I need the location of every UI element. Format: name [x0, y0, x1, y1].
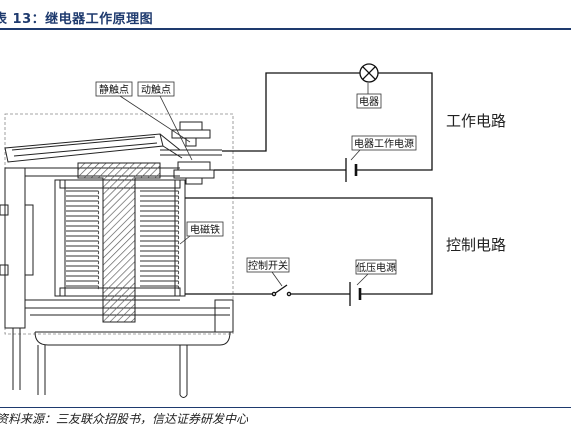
coil-winding [66, 220, 100, 225]
header-rule [0, 28, 571, 30]
control-switch-label: 控制开关 [248, 259, 288, 272]
coil-winding [66, 270, 100, 275]
coil-winding [140, 275, 180, 280]
coil-winding [140, 280, 180, 285]
work-circuit-wires [214, 72, 433, 171]
coil-winding [66, 200, 100, 205]
static-contact [160, 121, 222, 156]
coil-winding [140, 215, 180, 220]
coil-winding [66, 195, 100, 200]
low-voltage-battery [349, 282, 362, 306]
figure-title: 表 13：继电器工作原理图 [0, 12, 154, 27]
coil-winding [66, 260, 100, 265]
work-power-battery [345, 158, 358, 182]
coil-winding [66, 205, 100, 210]
coil-winding [66, 245, 100, 250]
low-voltage-power-label: 低压电源 [356, 261, 396, 274]
leader-lines [119, 83, 369, 287]
left-frame [0, 167, 34, 390]
static-contact-label: 静触点 [99, 83, 129, 96]
control-circuit-wires [185, 197, 433, 295]
work-power-label: 电器工作电源 [354, 137, 414, 150]
coil-winding [140, 205, 180, 210]
coil-winding [140, 210, 180, 215]
coil-left [66, 190, 100, 290]
coil-winding [140, 240, 180, 245]
coil-winding [66, 240, 100, 245]
base [34, 299, 234, 398]
coil-winding [140, 235, 180, 240]
coil-winding [140, 255, 180, 260]
coil-winding [66, 225, 100, 230]
electromagnet-label: 电磁铁 [190, 223, 220, 236]
coil-winding [66, 190, 100, 195]
coil-winding [66, 255, 100, 260]
source-note: 资料来源：三友联众招股书，信达证券研发中心 [0, 412, 249, 426]
coil-winding [140, 265, 180, 270]
coil-winding [66, 215, 100, 220]
coil-winding [66, 210, 100, 215]
moving-contact [173, 161, 215, 185]
coil-winding [66, 280, 100, 285]
coil-winding [140, 285, 180, 290]
footer-rule [0, 407, 571, 408]
lamp-symbol [359, 63, 379, 83]
relay-diagram: 静触点 动触点 电器 电器工作电源 电磁铁 控制开关 低压电源 工作电路 控制电… [0, 63, 506, 398]
coil-winding [66, 285, 100, 290]
label-boxes [95, 81, 417, 275]
coil-winding [66, 275, 100, 280]
control-switch-symbol [271, 284, 292, 297]
coil-winding [140, 260, 180, 265]
iron-core [77, 162, 161, 323]
armature [4, 133, 183, 163]
coil-right [140, 190, 180, 290]
coil-winding [66, 235, 100, 240]
coil-winding [140, 245, 180, 250]
coil-winding [66, 250, 100, 255]
lamp-label: 电器 [359, 95, 379, 108]
work-circuit-label: 工作电路 [446, 112, 506, 130]
coil-winding [66, 265, 100, 270]
coil-winding [140, 195, 180, 200]
coil-winding [140, 270, 180, 275]
coil-winding [140, 230, 180, 235]
figure-header: 表 13：继电器工作原理图 [0, 0, 571, 30]
coil-winding [66, 230, 100, 235]
moving-contact-label: 动触点 [141, 83, 171, 96]
coil-winding [140, 250, 180, 255]
control-circuit-label: 控制电路 [446, 236, 506, 254]
coil-winding [140, 200, 180, 205]
coil-winding [140, 220, 180, 225]
coil-winding [140, 190, 180, 195]
coil-winding [140, 225, 180, 230]
